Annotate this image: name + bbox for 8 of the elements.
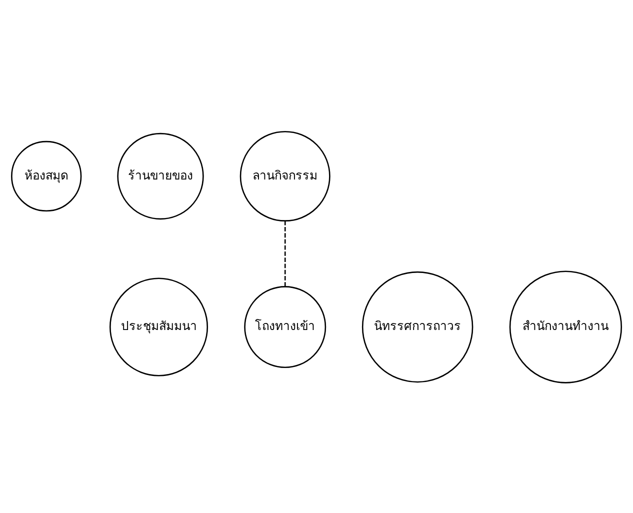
node-circle: ห้องสมุด [11,140,82,212]
node-circle: ร้านขายของ [117,132,204,220]
node-circle: โถงทางเข้า [244,286,326,368]
node-circle: ประชุมสัมมนา [110,277,208,376]
node-circle: นิทรรศการถาวร [362,270,474,382]
node-circle: ลานกิจกรรม [240,130,330,221]
node-circle: สำนักงานทำงาน [509,270,622,383]
connector [284,220,286,286]
